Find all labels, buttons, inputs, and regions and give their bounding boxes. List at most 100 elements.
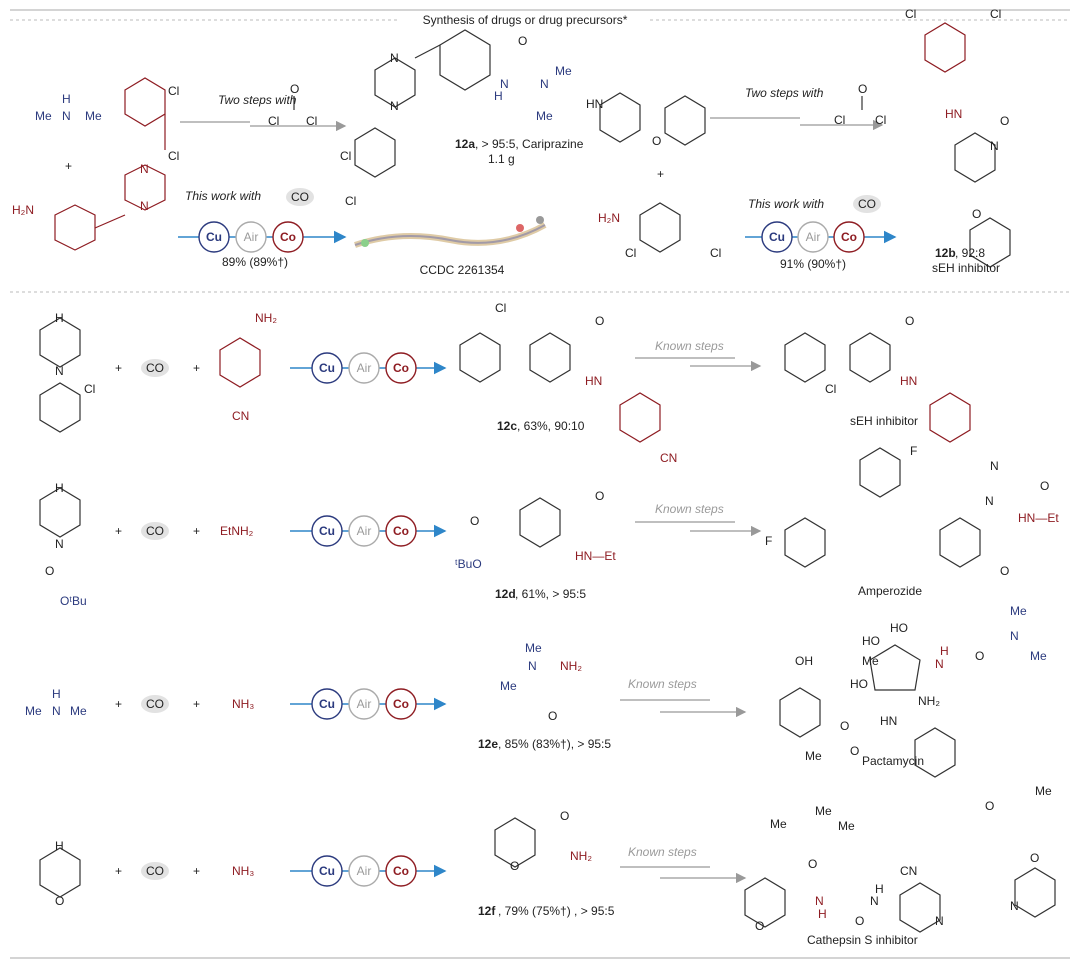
svg-text:Cl: Cl: [168, 84, 179, 98]
svg-text:Cl: Cl: [990, 7, 1001, 21]
svg-text:N: N: [62, 109, 71, 123]
product-12b-label: 12b: [935, 246, 956, 260]
svg-text:CO: CO: [146, 864, 164, 878]
svg-text:H₂N: H₂N: [12, 203, 34, 217]
svg-text:Cu: Cu: [319, 697, 335, 711]
yield-top-right: 91% (90%†): [780, 257, 846, 271]
svg-text:N: N: [140, 199, 149, 213]
svg-text:CO: CO: [146, 361, 164, 375]
svg-text:H: H: [62, 92, 71, 106]
svg-text:Air: Air: [357, 864, 372, 878]
svg-text:Cl: Cl: [710, 246, 721, 260]
yield-top-left: 89% (89%†): [222, 255, 288, 269]
svg-text:, 79% (75%†) , > 95:5: , 79% (75%†) , > 95:5: [498, 904, 615, 918]
svg-text:Co: Co: [393, 864, 409, 878]
svg-text:HN: HN: [900, 374, 917, 388]
svg-text:Me: Me: [555, 64, 572, 78]
svg-text:Cl: Cl: [495, 301, 506, 315]
row-12d: H N O OᵗBu + CO + EtNH₂ Cu Air Co O ᵗBuO…: [39, 444, 1059, 608]
svg-text:H: H: [875, 882, 884, 896]
svg-text:Cl: Cl: [168, 149, 179, 163]
svg-text:+: +: [193, 524, 200, 538]
svg-text:O: O: [855, 914, 864, 928]
svg-text:Me: Me: [838, 819, 855, 833]
svg-text:+: +: [115, 864, 122, 878]
two-steps-label: Two steps with: [218, 93, 297, 107]
svg-text:N: N: [55, 537, 64, 551]
svg-text:O: O: [1000, 564, 1009, 578]
svg-text:O: O: [510, 859, 519, 873]
svg-text:N: N: [935, 914, 944, 928]
svg-text:Me: Me: [770, 817, 787, 831]
svg-text:N: N: [540, 77, 549, 91]
svg-text:Cl: Cl: [268, 114, 279, 128]
this-work-label-left: This work with: [185, 189, 261, 203]
svg-text:O: O: [45, 564, 54, 578]
svg-text:CO: CO: [146, 524, 164, 538]
svg-text:Me: Me: [862, 654, 879, 668]
svg-text:O: O: [972, 207, 981, 221]
catalyst-cycle-right: Cu Air Co: [761, 221, 865, 253]
svg-text:+: +: [193, 361, 200, 375]
svg-text:Me: Me: [1010, 604, 1027, 618]
svg-text:Air: Air: [357, 524, 372, 538]
svg-text:N: N: [935, 657, 944, 671]
svg-text:+: +: [115, 524, 122, 538]
svg-text:CO: CO: [858, 197, 876, 211]
svg-text:NH₃: NH₃: [232, 697, 254, 711]
svg-text:HN: HN: [585, 374, 602, 388]
plus-top-left: +: [65, 159, 72, 173]
svg-text:Cathepsin S inhibitor: Cathepsin S inhibitor: [807, 933, 918, 947]
svg-text:N: N: [500, 77, 509, 91]
svg-text:N: N: [990, 139, 999, 153]
svg-text:ᵗBuO: ᵗBuO: [455, 557, 482, 571]
crystal-structure-image: [354, 216, 547, 248]
svg-text:F: F: [910, 444, 917, 458]
svg-text:O: O: [1040, 479, 1049, 493]
phosgene-top-right: O Cl Cl: [834, 82, 886, 127]
row-12f: H O + CO + NH₃ Cu Air Co O O NH₂ 12f , 7…: [39, 804, 1056, 947]
svg-text:Cl: Cl: [825, 382, 836, 396]
svg-text:N: N: [815, 894, 824, 908]
svg-text:CN: CN: [660, 451, 677, 465]
svg-text:N: N: [390, 51, 399, 65]
svg-text:Cu: Cu: [319, 524, 335, 538]
svg-text:OᵗBu: OᵗBu: [60, 594, 87, 608]
svg-text:O: O: [470, 514, 479, 528]
svg-text:Me: Me: [536, 109, 553, 123]
svg-text:Pactamycin: Pactamycin: [862, 754, 924, 768]
svg-text:Cu: Cu: [319, 361, 335, 375]
svg-text:H: H: [55, 311, 64, 325]
svg-text:HO: HO: [890, 621, 908, 635]
svg-text:Cu: Cu: [319, 864, 335, 878]
svg-text:NH₂: NH₂: [560, 659, 582, 673]
svg-text:Me: Me: [500, 679, 517, 693]
svg-text:O: O: [548, 709, 557, 723]
svg-text:O: O: [595, 314, 604, 328]
co-badge-right: [853, 195, 881, 213]
svg-text:O: O: [560, 809, 569, 823]
svg-text:O: O: [652, 134, 661, 148]
product-12b-desc: , 92:8: [955, 246, 985, 260]
svg-text:O: O: [595, 489, 604, 503]
svg-text:CN: CN: [232, 409, 249, 423]
svg-text:Co: Co: [393, 361, 409, 375]
svg-text:sEH inhibitor: sEH inhibitor: [850, 414, 918, 428]
svg-text:Known steps: Known steps: [628, 677, 697, 691]
svg-text:Cu: Cu: [206, 230, 222, 244]
svg-text:Me: Me: [525, 641, 542, 655]
svg-text:O: O: [808, 857, 817, 871]
svg-text:O: O: [55, 894, 64, 908]
svg-text:Cl: Cl: [625, 246, 636, 260]
svg-text:Cl: Cl: [306, 114, 317, 128]
svg-text:Cl: Cl: [84, 382, 95, 396]
svg-text:Me: Me: [25, 704, 42, 718]
svg-text:N: N: [55, 364, 64, 378]
svg-text:HN: HN: [880, 714, 897, 728]
svg-text:Co: Co: [280, 230, 296, 244]
dichlorobenzylamine: H₂N Cl Cl: [598, 202, 721, 260]
svg-text:Cl: Cl: [875, 113, 886, 127]
svg-text:O: O: [858, 82, 867, 96]
svg-text:NH₂: NH₂: [255, 311, 277, 325]
svg-text:Air: Air: [806, 230, 821, 244]
